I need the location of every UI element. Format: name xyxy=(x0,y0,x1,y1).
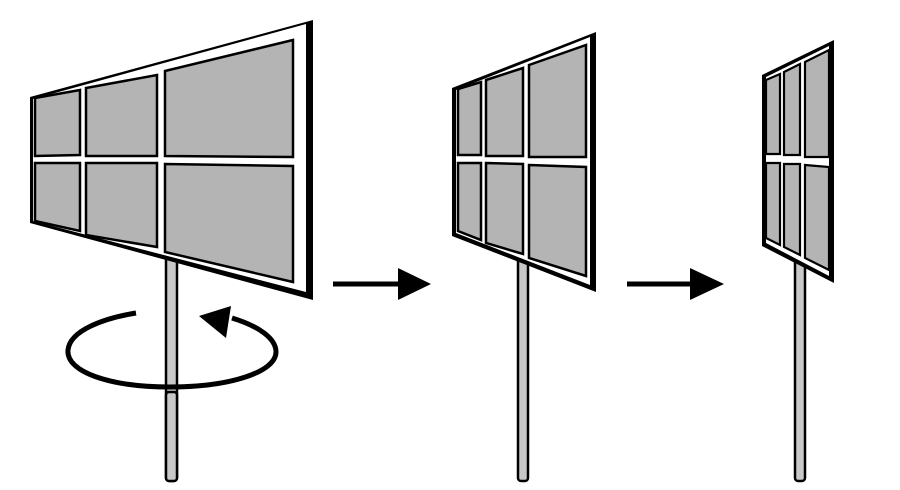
sign-board xyxy=(452,32,596,292)
sign-pane xyxy=(803,163,831,272)
sign-pane xyxy=(764,161,782,247)
sign-pane xyxy=(163,162,295,284)
sign-pane xyxy=(84,73,159,158)
sign-pane xyxy=(484,66,525,158)
sign-pane xyxy=(527,43,588,159)
transition-arrow-2 xyxy=(627,268,724,300)
rotation-arrow-icon xyxy=(65,306,279,390)
sign-pole xyxy=(793,253,807,483)
sign-pane xyxy=(803,48,831,159)
sign-pole-front xyxy=(164,390,179,483)
sign-pole xyxy=(516,253,530,483)
sign-pane xyxy=(782,62,802,157)
sign-pane xyxy=(163,38,295,159)
sign-pane xyxy=(33,161,82,233)
sign-pane xyxy=(764,72,782,156)
sign-board xyxy=(30,20,313,300)
sign-pane xyxy=(456,161,483,242)
sign-pane xyxy=(782,162,802,257)
sign-board xyxy=(762,40,834,283)
sign-pane xyxy=(84,161,159,249)
sign-pane xyxy=(33,88,82,158)
sign-stage-1 xyxy=(30,20,313,483)
sign-pane xyxy=(484,161,525,256)
transition-arrow-1 xyxy=(333,268,431,300)
sign-stage-2 xyxy=(452,32,596,483)
sign-pane xyxy=(456,80,483,157)
sign-stage-3 xyxy=(762,40,834,483)
sign-pane xyxy=(527,163,588,278)
